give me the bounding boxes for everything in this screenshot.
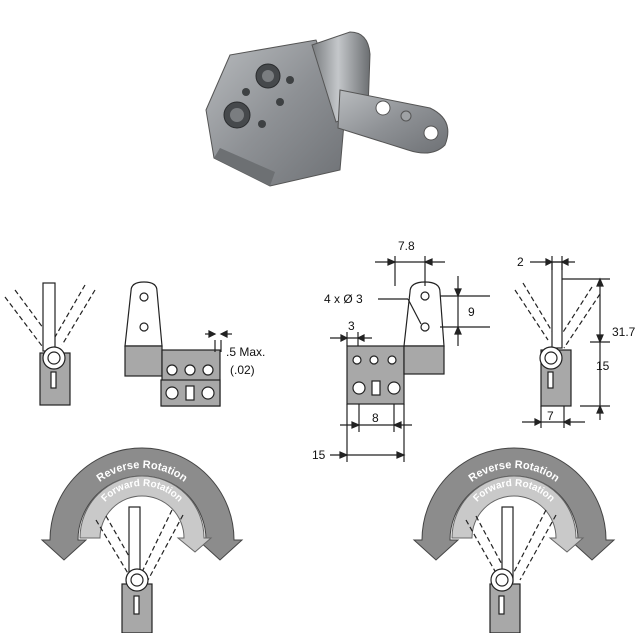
dim-15-width: 15 [312, 448, 326, 462]
dim-8: 8 [372, 411, 379, 425]
dim-31-7: 31.7 [612, 325, 636, 339]
rotation-diagram-left: Reverse Rotation Forward Rotation [40, 447, 244, 634]
dim-15-height: 15 [596, 359, 610, 373]
dim-9: 9 [468, 305, 475, 319]
clearance-label-inch: (.02) [230, 363, 255, 377]
hinge-product-photo [205, 31, 449, 187]
dim-7-8: 7.8 [398, 239, 415, 253]
dim-2: 2 [517, 255, 524, 269]
clearance-label: .5 Max. [226, 345, 265, 359]
hole-pattern-label: 4 x Ø 3 [324, 292, 363, 306]
dimensioned-front-view [330, 256, 490, 462]
side-view-dimensioned [514, 256, 610, 428]
front-view-hinge [124, 281, 232, 407]
dim-3: 3 [348, 319, 355, 333]
rotation-diagram-right: Reverse Rotation Forward Rotation [412, 447, 616, 634]
side-view-open-angles [4, 282, 96, 406]
dim-7: 7 [547, 409, 554, 423]
